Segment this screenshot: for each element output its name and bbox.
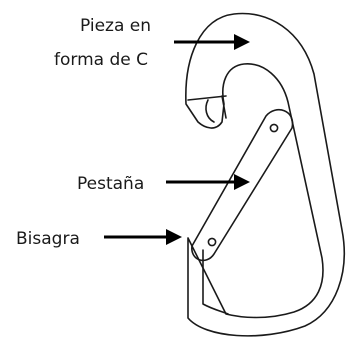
gate-tab [191,108,294,262]
label-c-piece-line2: forma de C [54,50,148,70]
arrow-hinge [104,229,182,245]
c-shaped-piece [185,12,346,337]
gate-rivet-bottom [207,237,217,247]
label-tab: Pestaña [77,174,144,194]
gate-rivet-top [269,123,279,133]
label-hinge: Bisagra [16,229,80,249]
arrow-tab [166,174,250,190]
arrow-c-piece [174,34,250,50]
label-c-piece-line1: Pieza en [80,16,151,36]
